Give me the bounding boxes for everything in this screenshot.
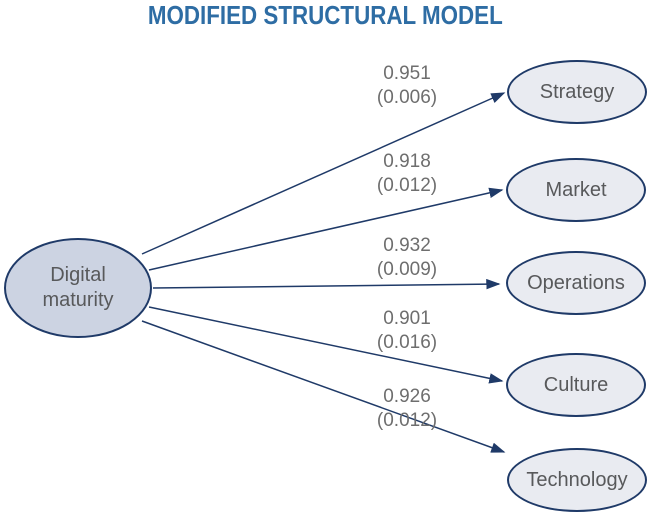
edge-coefficient: 0.926	[383, 386, 431, 407]
target-node-strategy: Strategy	[507, 60, 647, 124]
edge-coefficient: 0.932	[383, 235, 431, 256]
target-node-label: Market	[545, 178, 607, 201]
edge-coefficient: 0.901	[383, 308, 431, 329]
edge-label-technology: 0.926 (0.012)	[355, 385, 459, 433]
edge-coefficient: 0.951	[383, 63, 431, 84]
edge-coefficient: 0.918	[383, 151, 431, 172]
edge-label-strategy: 0.951 (0.006)	[355, 62, 459, 110]
target-node-operations: Operations	[506, 251, 646, 315]
target-node-culture: Culture	[506, 353, 646, 417]
target-node-label: Culture	[543, 373, 609, 396]
arrow-technology	[141, 320, 506, 453]
edge-standard-error: (0.016)	[376, 332, 438, 353]
target-node-market: Market	[506, 158, 646, 222]
edge-standard-error: (0.006)	[376, 87, 438, 108]
target-node-label: Technology	[526, 468, 628, 491]
source-node-label: Digital maturity	[42, 264, 114, 311]
arrow-culture	[148, 306, 504, 384]
diagram-title: MODIFIED STRUCTURAL MODEL	[0, 0, 650, 30]
edge-standard-error: (0.012)	[376, 410, 438, 431]
target-node-label: Strategy	[539, 80, 615, 103]
arrow-market	[148, 187, 504, 271]
arrow-operations	[152, 278, 501, 290]
edge-label-culture: 0.901 (0.016)	[355, 307, 459, 355]
edge-label-market: 0.918 (0.012)	[355, 150, 459, 198]
target-node-technology: Technology	[507, 448, 647, 512]
target-node-label: Operations	[527, 271, 625, 294]
arrow-strategy	[141, 92, 506, 255]
diagram-title-text: MODIFIED STRUCTURAL MODEL	[147, 0, 503, 30]
edge-standard-error: (0.009)	[376, 259, 438, 280]
edge-standard-error: (0.012)	[376, 175, 438, 196]
source-node-digital-maturity: Digital maturity	[4, 238, 152, 338]
edge-label-operations: 0.932 (0.009)	[355, 234, 459, 282]
